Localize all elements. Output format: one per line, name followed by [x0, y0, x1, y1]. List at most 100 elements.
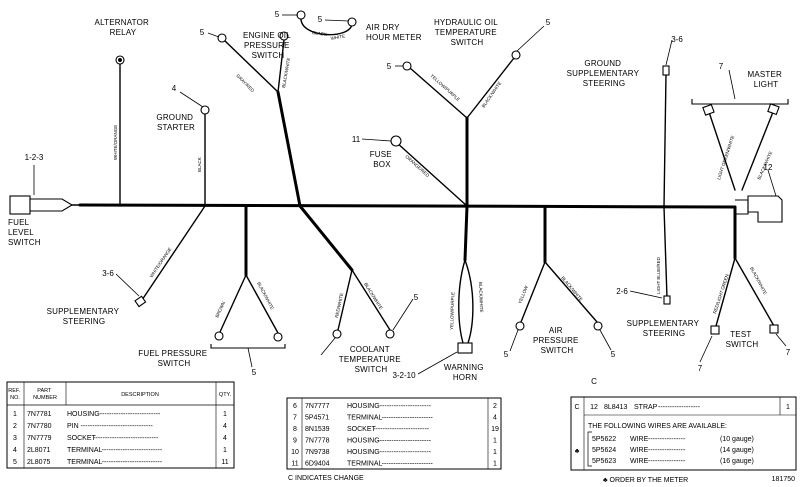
callout-leaders [33, 14, 787, 375]
cell-desc: TERMINAL [67, 447, 103, 454]
cell-ref: 2 [13, 423, 17, 430]
label-warning-horn: WARNING HORN [444, 363, 486, 382]
leader [115, 273, 140, 297]
header-qty: QTY. [219, 392, 232, 398]
cell-gauge: (14 gauge) [720, 447, 754, 454]
cell-gauge: (10 gauge) [720, 436, 754, 443]
wire-fuel-pressure-brown [219, 274, 247, 333]
cell-desc: WIRE [630, 447, 649, 454]
hour-meter-terminal-a [296, 10, 306, 20]
order-note: ♣ ORDER BY THE METER [603, 477, 688, 484]
label-ground-supplementary-steering: GROUND SUPPLEMENTARY STEERING [567, 59, 642, 88]
wire-warning-horn-b [464, 259, 474, 344]
header-ref-no: REF. NO. [8, 388, 21, 401]
leader [509, 329, 519, 352]
cell-part: 8N1539 [305, 426, 330, 433]
alternator-relay-terminal-inner [118, 58, 122, 62]
table-border [286, 397, 502, 470]
leader [417, 351, 458, 375]
leader [775, 333, 787, 347]
change-note: C INDICATES CHANGE [288, 475, 364, 482]
cell-qty: 1 [493, 461, 497, 468]
cell-dashes: ---------------- [648, 458, 686, 465]
wire-label: YELLOW [517, 284, 529, 304]
ref-callout: 4 [172, 84, 177, 93]
wire-color-labels: WHITE/ORANGE GRAY/RED BLACK/WHITE BLACK … [113, 30, 773, 330]
cell-desc: HOUSING [347, 449, 380, 456]
leader [629, 290, 663, 299]
cell-ref: 9 [293, 438, 297, 445]
wire-label: BLACK/WHITE [481, 81, 503, 109]
wire-label: YELLOW/PURPLE [429, 73, 461, 102]
cell-desc: WIRE [630, 436, 649, 443]
ground-starter-terminal [200, 105, 210, 115]
cell-dashes: --------------------------- [97, 411, 161, 418]
label-test-switch: TEST SWITCH [726, 330, 759, 349]
wire-coolant-red [337, 269, 353, 331]
header-description: DESCRIPTION [121, 392, 159, 398]
cell-desc: PIN [67, 423, 79, 430]
main-trunk [78, 203, 737, 209]
fuel-pressure-terminal-b [273, 332, 283, 342]
strap-ref: 12 [590, 404, 598, 411]
engine-oil-terminal-b [279, 31, 289, 41]
wire-label: BLACK/WHITE [256, 281, 275, 310]
wire-hour-meter-loop [300, 17, 353, 36]
ref-callout: 5 [252, 368, 257, 377]
cell-ref: 6 [293, 403, 297, 410]
cell-qty: 2 [493, 403, 497, 410]
harness-wires [39, 17, 775, 344]
wire-hydraulic-yellow [409, 67, 468, 119]
cell-qty: 11 [221, 459, 228, 466]
cell-part: 5P4571 [305, 415, 329, 422]
strap-desc: STRAP [634, 404, 658, 411]
cell-gauge: (16 gauge) [720, 458, 754, 465]
label-master-light: MASTER LIGHT [748, 70, 785, 89]
wire-test-switch-b [734, 257, 775, 327]
cell-qty: 1 [493, 438, 497, 445]
cell-part: 5P5622 [592, 436, 616, 443]
wire-label: WHITE [330, 34, 345, 41]
table-border [6, 381, 235, 469]
figure-number: 181750 [772, 476, 795, 483]
ref-callout: 7 [698, 364, 703, 373]
label-alternator-relay: ALTERNATOR RELAY [95, 18, 152, 37]
wire-bracket [587, 431, 592, 467]
cell-qty: 19 [491, 426, 499, 433]
cell-dashes: -------------------------- [102, 459, 163, 466]
cell-ref: 3 [13, 435, 17, 442]
wire-engine-oil-pressure [223, 39, 279, 93]
label-fuel-level-switch: FUEL LEVEL SWITCH [8, 218, 41, 247]
supp-steering-right-connector [663, 295, 671, 305]
cell-part: 7N7779 [27, 435, 52, 442]
cell-dashes: ---------------------------- [93, 435, 159, 442]
wire-label: GRAY/RED [235, 73, 255, 93]
cell-qty: 4 [493, 415, 497, 422]
wire-label: BLACK [312, 30, 327, 37]
cell-ref: 11 [291, 461, 298, 468]
ref-callout-change: C [591, 377, 597, 386]
leader [599, 329, 612, 351]
supp-steering-left-connector [134, 295, 147, 308]
header-part-number: PART NUMBER [33, 388, 57, 401]
cell-desc: SOCKET [67, 435, 97, 442]
cell-desc: HOUSING [347, 438, 380, 445]
strap-clip [735, 199, 749, 215]
component-labels: ALTERNATOR RELAY ENGINE OIL PRESSURE SWI… [8, 18, 785, 382]
cell-dashes: ------------------------ [373, 426, 430, 433]
ref-callout: 5 [546, 18, 551, 27]
ref-callout: 3-2-10 [392, 371, 416, 380]
label-fuse-box: FUSE BOX [370, 150, 395, 169]
ref-callout: 1-2-3 [25, 153, 44, 162]
cell-dashes: ------------------------------- [81, 423, 154, 430]
cell-desc: TERMINAL [347, 415, 383, 422]
wire-label: BROWN [214, 301, 226, 319]
wire-master-light-b [741, 111, 774, 191]
ref-callout: 7 [719, 62, 724, 71]
leader [392, 298, 414, 331]
fuel-level-switch-connector [9, 195, 31, 215]
wire-air-pressure-black [544, 261, 598, 323]
